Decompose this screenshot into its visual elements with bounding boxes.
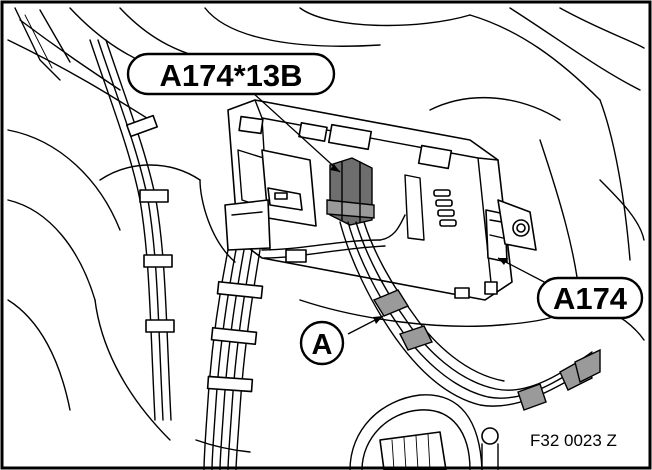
leader-module-arrow [498,258,508,265]
lower-components [195,394,499,470]
callout-harness-point-text: A [312,329,333,361]
wiring-harness [339,221,601,411]
callout-harness-point-label: A [299,320,345,366]
leader-connector-arrow [330,164,340,172]
callout-connector-label: A174*13B [126,52,336,96]
left-white-plug [224,149,317,251]
left-harness-bundle [203,214,406,470]
figure-id: F32 0023 Z [530,431,617,450]
leader-module [497,257,549,285]
callout-module-label: A174 [536,276,644,320]
leader-harness-point-arrow [373,316,383,324]
leader-connector [251,91,341,173]
callout-module-text: A174 [553,281,628,316]
side-harness [89,39,175,421]
callout-connector-text: A174*13B [159,58,302,93]
connector-a174-13b [326,157,375,226]
